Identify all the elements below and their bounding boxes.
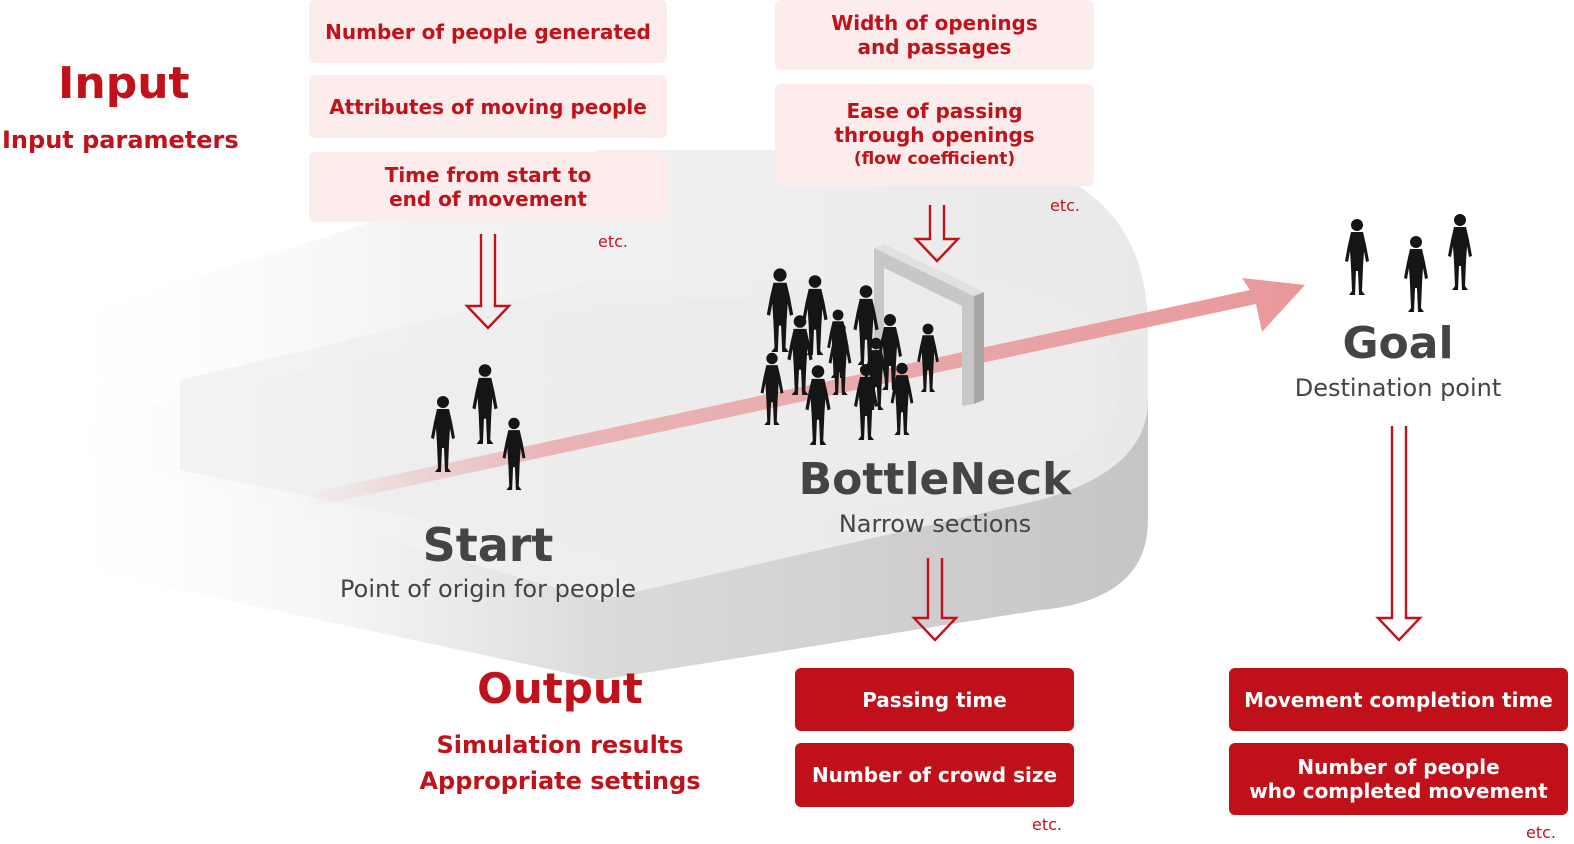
result-completion-time: Movement completion time <box>1229 668 1568 731</box>
person-silhouette <box>878 314 902 390</box>
down-arrow-start <box>464 234 512 330</box>
person-silhouette <box>827 309 849 378</box>
output-title: Output <box>477 664 643 713</box>
goal-results-etc: etc. <box>1526 823 1556 842</box>
person-silhouette <box>787 315 813 395</box>
input-title: Input <box>58 58 190 109</box>
gate-frame <box>874 244 984 406</box>
start-title: Start <box>422 518 554 572</box>
param-ease-of-passing-label: Ease of passing through openings <box>834 99 1035 147</box>
bottleneck-params-etc: etc. <box>1050 196 1080 215</box>
person-silhouette <box>805 365 831 445</box>
person-silhouette <box>802 275 828 355</box>
bottleneck-results-etc: etc. <box>1032 815 1062 834</box>
person-silhouette <box>1404 236 1428 312</box>
input-subtitle: Input parameters <box>2 126 239 154</box>
person-silhouette <box>472 364 498 444</box>
start-params-etc: etc. <box>598 232 628 251</box>
result-crowd-size: Number of crowd size <box>795 743 1074 807</box>
param-ease-of-passing: Ease of passing through openings (flow c… <box>775 84 1094 186</box>
param-movement-time: Time from start to end of movement <box>309 152 667 222</box>
person-silhouette <box>864 337 888 410</box>
down-arrows <box>464 205 1423 642</box>
person-silhouette <box>760 352 784 425</box>
down-arrow-goal <box>1375 426 1423 642</box>
start-subtitle: Point of origin for people <box>340 575 636 603</box>
person-silhouette <box>431 396 455 472</box>
person-silhouette <box>1448 214 1472 290</box>
bottleneck-subtitle: Narrow sections <box>838 510 1032 538</box>
goal-subtitle: Destination point <box>1294 374 1502 402</box>
output-line-results: Simulation results <box>436 731 684 759</box>
person-silhouette <box>1345 219 1369 295</box>
output-line-settings: Appropriate settings <box>419 767 701 795</box>
person-silhouette <box>890 362 914 435</box>
param-people-attributes: Attributes of moving people <box>309 75 667 138</box>
result-people-completed: Number of people who completed movement <box>1229 743 1568 815</box>
person-silhouette <box>502 417 526 490</box>
down-arrow-bottleneck-out <box>911 558 959 642</box>
result-passing-time: Passing time <box>795 668 1074 731</box>
param-people-generated: Number of people generated <box>309 0 667 63</box>
param-opening-width: Width of openings and passages <box>775 0 1094 70</box>
person-silhouette <box>917 323 939 392</box>
person-silhouette <box>853 285 879 365</box>
goal-title: Goal <box>1342 318 1454 369</box>
person-silhouette <box>766 268 794 352</box>
bottleneck-title: BottleNeck <box>798 454 1072 505</box>
down-arrow-bottleneck-in <box>913 205 961 263</box>
people-silhouettes <box>431 214 1472 490</box>
param-flow-coefficient: (flow coefficient) <box>853 149 1016 169</box>
